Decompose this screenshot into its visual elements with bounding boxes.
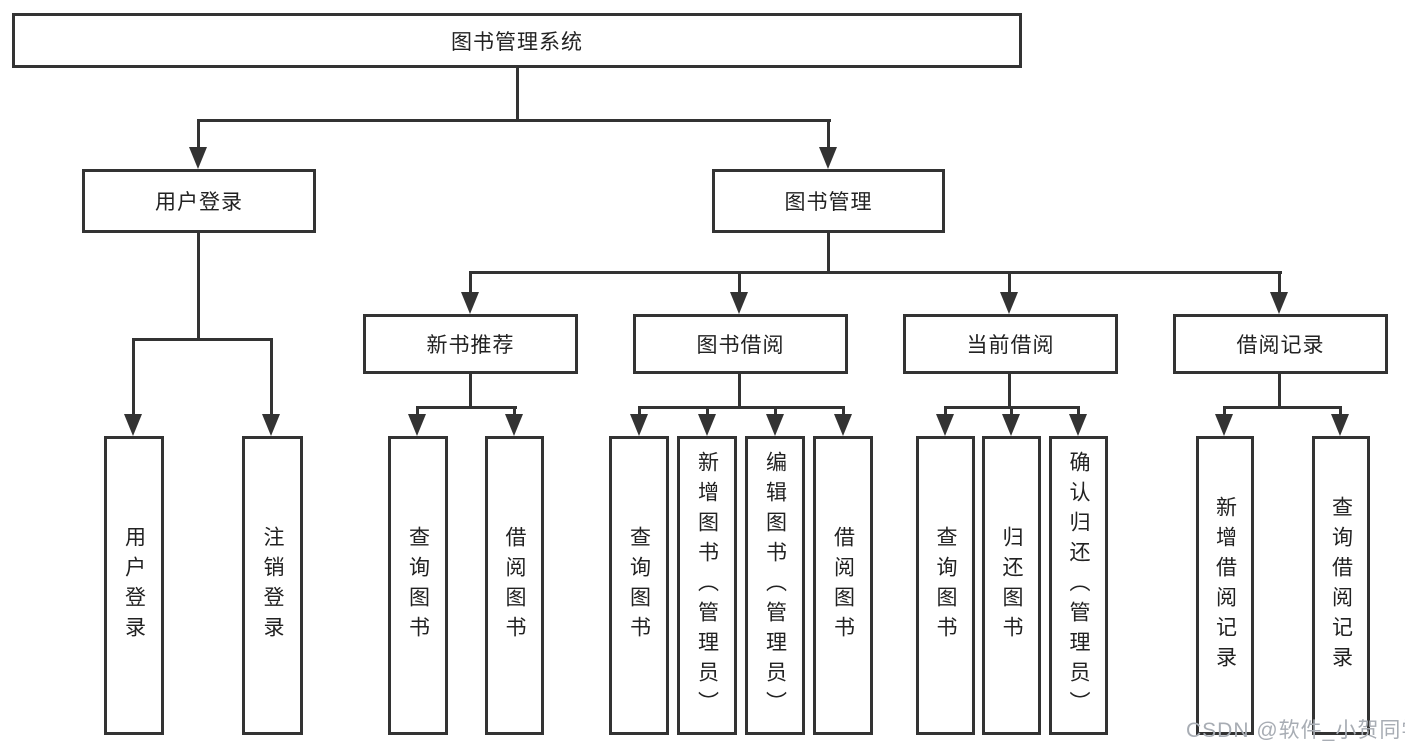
- node-book-management-label: 图书管理: [784, 191, 873, 214]
- arrow-to-leaf-logout: [262, 414, 280, 436]
- arrow-to-cb-confirm: [1069, 414, 1087, 436]
- arrow-to-book-mgmt: [819, 147, 837, 169]
- arrow-to-br-query: [1331, 414, 1349, 436]
- connector-nb-borrow-stub: [513, 406, 516, 414]
- leaf-cb-query-books-label: 查询图书: [934, 525, 957, 646]
- connector-book-mgmt-stub: [827, 119, 830, 149]
- connector-cb-query-stub: [944, 406, 947, 414]
- node-book-management: 图书管理: [712, 169, 945, 233]
- connector-level3-branch: [469, 271, 1282, 274]
- node-library-system: 图书管理系统: [12, 13, 1022, 68]
- arrow-to-currentborrow: [1000, 292, 1018, 314]
- connector-br-query-stub: [1339, 406, 1342, 414]
- connector-bookborrow-stem: [738, 374, 741, 406]
- arrow-to-bb-query: [630, 414, 648, 436]
- connector-bookborrow-branch: [638, 406, 845, 409]
- leaf-bb-edit-books-admin-label: 编辑图书（管理员）: [763, 450, 787, 721]
- arrow-to-br-add: [1215, 414, 1233, 436]
- leaf-cb-confirm-return-admin: 确认归还（管理员）: [1049, 436, 1108, 735]
- node-borrow-records: 借阅记录: [1173, 314, 1388, 374]
- node-book-borrow-label: 图书借阅: [696, 334, 785, 357]
- leaf-user-login-label: 用户登录: [122, 525, 146, 646]
- connector-newbook-stub: [469, 271, 472, 292]
- connector-newbook-branch: [416, 406, 517, 409]
- leaf-bb-query-books: 查询图书: [609, 436, 669, 735]
- node-book-borrow: 图书借阅: [633, 314, 848, 374]
- leaf-bb-borrow-books: 借阅图书: [813, 436, 873, 735]
- arrow-to-nb-borrow: [505, 414, 523, 436]
- connector-level2-branch: [197, 119, 831, 122]
- leaf-bb-borrow-books-label: 借阅图书: [831, 525, 855, 646]
- arrow-to-bb-edit: [766, 414, 784, 436]
- connector-nb-query-stub: [416, 406, 419, 414]
- connector-newbook-stem: [469, 374, 472, 406]
- leaf-br-add-record-label: 新增借阅记录: [1213, 495, 1237, 676]
- connector-user-login-stem: [197, 233, 200, 338]
- leaf-cb-return-books-label: 归还图书: [1000, 525, 1023, 646]
- leaf-nb-borrow-books: 借阅图书: [485, 436, 544, 735]
- connector-borrowrecord-branch: [1223, 406, 1341, 409]
- arrow-to-user-login: [189, 147, 207, 169]
- leaf-bb-edit-books-admin: 编辑图书（管理员）: [745, 436, 805, 735]
- connector-bb-edit-stub: [774, 406, 777, 414]
- arrow-to-bb-add: [698, 414, 716, 436]
- arrow-to-leaf-login: [124, 414, 142, 436]
- node-new-book-recommend-label: 新书推荐: [426, 334, 515, 357]
- leaf-bb-add-books-admin-label: 新增图书（管理员）: [695, 450, 719, 721]
- arrow-to-borrowrecord: [1270, 292, 1288, 314]
- connector-cb-confirm-stub: [1077, 406, 1080, 414]
- connector-bb-add-stub: [706, 406, 709, 414]
- connector-bb-query-stub: [638, 406, 641, 414]
- leaf-logout-label: 注销登录: [261, 525, 284, 646]
- arrow-to-newbook: [461, 292, 479, 314]
- connector-book-mgmt-stem: [827, 233, 830, 273]
- leaf-bb-query-books-label: 查询图书: [627, 525, 651, 646]
- arrow-to-bookborrow: [730, 292, 748, 314]
- arrow-to-nb-query: [408, 414, 426, 436]
- connector-cb-return-stub: [1010, 406, 1013, 414]
- leaf-cb-return-books: 归还图书: [982, 436, 1041, 735]
- leaf-cb-confirm-return-admin-label: 确认归还（管理员）: [1067, 450, 1090, 721]
- connector-bb-borrow-stub: [842, 406, 845, 414]
- connector-user-login-stub: [197, 119, 200, 149]
- connector-br-add-stub: [1223, 406, 1226, 414]
- connector-user-login-branch: [132, 338, 273, 341]
- leaf-br-add-record: 新增借阅记录: [1196, 436, 1254, 735]
- connector-currentborrow-stem: [1008, 374, 1011, 406]
- connector-currentborrow-stub: [1008, 271, 1011, 292]
- connector-borrowrecord-stub: [1278, 271, 1281, 292]
- leaf-cb-query-books: 查询图书: [916, 436, 975, 735]
- leaf-user-login: 用户登录: [104, 436, 164, 735]
- leaf-nb-borrow-books-label: 借阅图书: [503, 525, 526, 646]
- node-current-borrow-label: 当前借阅: [966, 334, 1055, 357]
- connector-root-stem: [516, 68, 519, 119]
- arrow-to-cb-return: [1002, 414, 1020, 436]
- csdn-watermark: CSDN @软件_小贺同学: [1186, 719, 1405, 742]
- arrow-to-cb-query: [936, 414, 954, 436]
- leaf-bb-add-books-admin: 新增图书（管理员）: [677, 436, 737, 735]
- node-user-login: 用户登录: [82, 169, 316, 233]
- leaf-nb-query-books: 查询图书: [388, 436, 448, 735]
- leaf-logout: 注销登录: [242, 436, 303, 735]
- leaf-nb-query-books-label: 查询图书: [406, 525, 430, 646]
- node-new-book-recommend: 新书推荐: [363, 314, 578, 374]
- connector-leaf-logout-stub: [270, 338, 273, 414]
- connector-borrowrecord-stem: [1278, 374, 1281, 406]
- node-borrow-records-label: 借阅记录: [1236, 334, 1325, 357]
- node-library-system-label: 图书管理系统: [451, 30, 583, 54]
- connector-bookborrow-stub: [738, 271, 741, 292]
- node-current-borrow: 当前借阅: [903, 314, 1118, 374]
- connector-leaf-login-stub: [132, 338, 135, 414]
- node-user-login-label: 用户登录: [155, 191, 243, 214]
- arrow-to-bb-borrow: [834, 414, 852, 436]
- leaf-br-query-record-label: 查询借阅记录: [1329, 495, 1353, 676]
- leaf-br-query-record: 查询借阅记录: [1312, 436, 1370, 735]
